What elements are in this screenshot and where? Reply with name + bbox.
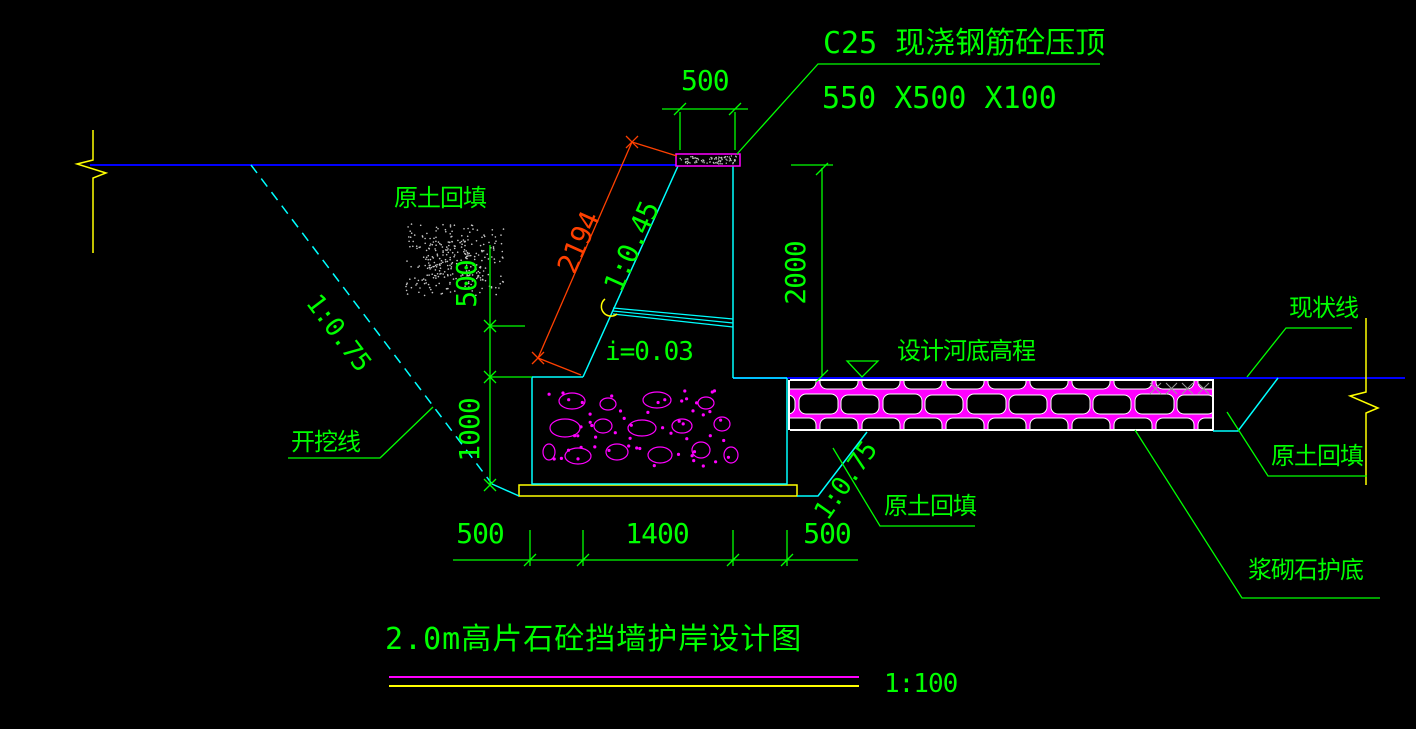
ground-level-lines (90, 165, 1405, 378)
masonry-apron-band (789, 378, 1213, 431)
dim-wall-height: 2000 (782, 241, 810, 304)
leader-existing-ground (1247, 328, 1352, 377)
cap-stipple (680, 155, 738, 164)
drawing-scale: 1:100 (884, 671, 957, 697)
footing-gravel (543, 390, 738, 467)
dim-drain-height: 500 (453, 260, 481, 308)
dim-bottom-500a: 500 (456, 520, 504, 548)
label-masonry-apron: 浆砌石护底 (1248, 558, 1363, 582)
label-excavation-line: 开挖线 (291, 430, 360, 454)
label-backfill-top: 原土回填 (394, 186, 486, 210)
dim-bottom-500b: 500 (803, 520, 851, 548)
break-line-left (77, 130, 106, 253)
cap-note-line1: C25 现浇钢筋砼压顶 (823, 29, 1105, 59)
title-underline (389, 677, 859, 686)
label-drain-slope: i=0.03 (605, 339, 693, 365)
gravel-dots (548, 390, 729, 467)
label-backfill-bottom: 原土回填 (884, 494, 976, 518)
cap-block (676, 154, 740, 166)
river-bottom-symbol (847, 361, 878, 377)
dimension-left-column (484, 245, 532, 491)
cap-note-size: 550 X500 X100 (822, 84, 1057, 114)
drawing-title: 2.0m高片石砼挡墙护岸设计图 (385, 625, 802, 655)
drain-pipe (613, 308, 733, 327)
dim-footing-height: 1000 (456, 398, 484, 461)
cushion-layer (519, 485, 797, 496)
excavation-line (251, 165, 1278, 496)
dim-cap-width: 500 (681, 67, 729, 95)
dim-bottom-1400: 1400 (625, 520, 688, 548)
dimension-cap-width (662, 103, 748, 150)
label-backfill-right: 原土回填 (1271, 444, 1363, 468)
label-design-river-bottom: 设计河底高程 (897, 339, 1035, 363)
label-existing-ground: 现状线 (1289, 296, 1358, 320)
